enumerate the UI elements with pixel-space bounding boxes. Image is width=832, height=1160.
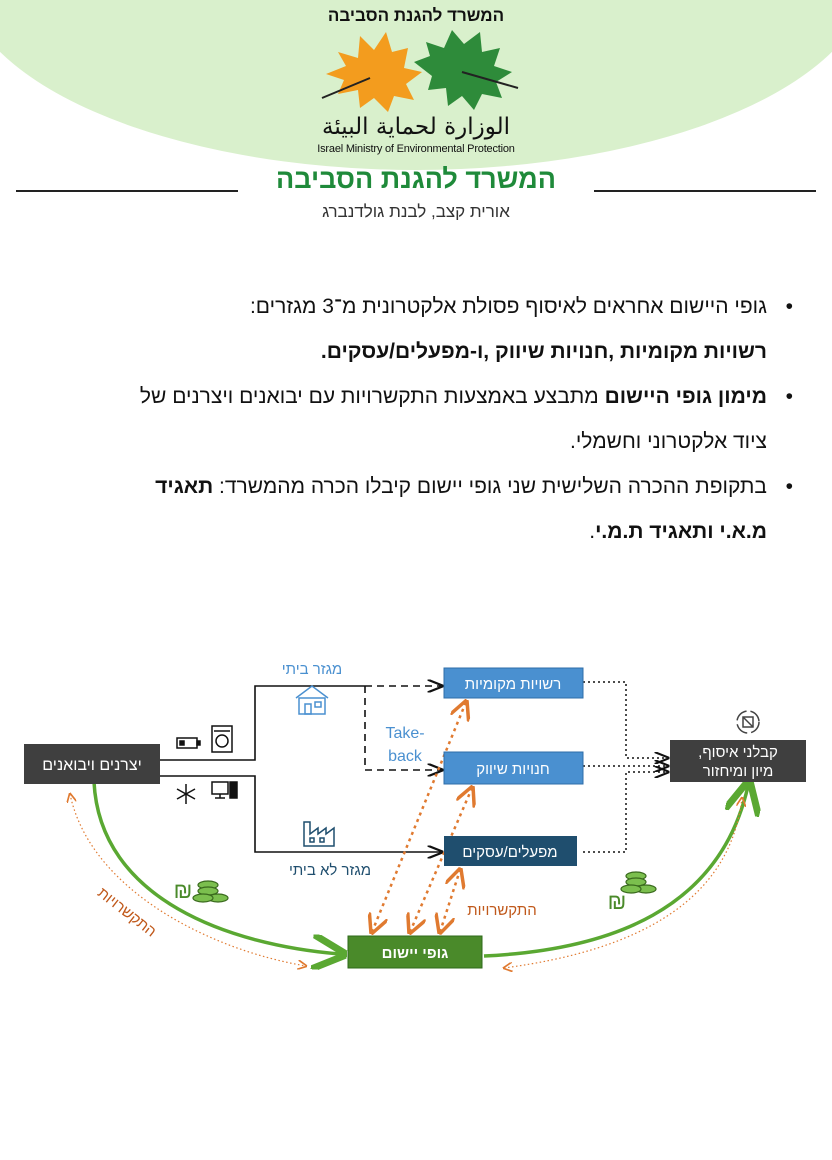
green-leaf-stem [461,71,519,89]
bullet-3-continuation: מ.א.י ותאגיד ת.מ.י. [48,509,793,554]
logo-hebrew-text: המשרד להגנת הסביבה [327,6,505,25]
producers-to-factories-arrow [160,775,442,852]
snowflake-icon [176,784,196,804]
shekel-left-label: ₪ [174,878,193,903]
household-sector-label: מגזר ביתי [282,661,343,678]
logo-english-text: Israel Ministry of Environmental Protect… [317,143,515,155]
retail-box: חנויות שיווק [443,751,584,785]
bullet-3-line2-end: . [589,520,596,543]
factory-icon [303,821,335,847]
bullet-2: מימון גופי היישום מתבצע באמצעות התקשרויו… [48,374,793,419]
bullet-2-bold: מימון גופי היישום [604,385,767,408]
municipalities-box: רשויות מקומיות [443,667,584,699]
title-rule-left [16,190,238,192]
takeback-label-line2: back [388,748,423,765]
implementers-label: גופי יישום [382,945,449,962]
orange-link-retail [410,788,472,932]
contracts-left-label: התקשרויות [94,884,159,940]
bullet-3-text: בתקופת ההכרה השלישית שני גופי יישום קיבל… [213,475,767,498]
takeback-label-line1: Take- [385,725,424,742]
green-flow-implementers-to-collectors [483,786,748,958]
factories-to-collectors-line [583,772,668,853]
bullet-list: גופי היישום אחראים לאיסוף פסולת אלקטרוני… [48,284,793,554]
bullet-1-continuation: רשויות מקומיות ,חנויות שיווק ,ו-מפעלים/ע… [48,329,793,374]
bullet-3: בתקופת ההכרה השלישית שני גופי יישום קיבל… [48,464,793,509]
computer-icon [211,781,238,799]
orange-leaf-stem [321,77,371,99]
coins-right-icon [620,871,657,894]
authors: אורית קצב, לבנת גולדנברג [322,202,510,221]
bullet-2-text: מתבצע באמצעות התקשרויות עם יבואנים ויצרנ… [139,385,605,408]
collectors-label-line1: קבלני איסוף, [698,744,778,761]
title-rule-right [594,190,816,192]
municipalities-to-collectors-line [583,681,668,758]
producers-to-household-line [160,685,365,761]
bullet-1-bold: רשויות מקומיות ,חנויות שיווק ,ו-מפעלים/ע… [320,340,767,363]
page-title: המשרד להגנת הסביבה [276,164,556,194]
orange-link-factories [440,870,460,932]
bullet-1-text: גופי היישום אחראים לאיסוף פסולת אלקטרוני… [249,295,767,318]
orange-leaf-icon [326,32,422,112]
retail-label: חנויות שיווק [476,761,549,778]
bullet-1: גופי היישום אחראים לאיסוף פסולת אלקטרוני… [48,284,793,329]
orange-contract-left [70,794,306,966]
municipalities-label: רשויות מקומיות [465,676,562,693]
non-household-sector-label: מגזר לא ביתי [289,862,371,879]
collectors-label-line2: מיון ומיחזור [703,763,774,780]
contracts-center-label: התקשרויות [467,902,536,919]
coins-left-icon [192,880,229,903]
washing-machine-icon [211,725,233,753]
weee-flow-diagram: יצרנים ויבואנים רשויות מקומיות חנויות שי… [24,661,806,990]
bullet-2-line2: ציוד אלקטרוני וחשמלי. [570,430,767,453]
green-leaf-icon [414,30,512,110]
bullet-3-line2-bold: מ.א.י ותאגיד ת.מ.י [595,520,767,543]
producers-label: יצרנים ויבואנים [42,757,141,774]
producers-box: יצרנים ויבואנים [24,744,160,784]
battery-icon [176,737,201,749]
implementers-box: גופי יישום [347,935,483,969]
bullet-3-bold: תאגיד [155,475,214,498]
house-icon [295,685,329,715]
ministry-leaves-logo [321,30,519,112]
collectors-box: קבלני איסוף, מיון ומיחזור [670,740,806,782]
factories-box: מפעלים/עסקים [444,836,577,866]
bullet-2-continuation: ציוד אלקטרוני וחשמלי. [48,419,793,464]
shekel-right-label: ₪ [608,889,627,914]
logo-arabic-text: الوزارة لحماية البيئة [322,114,510,140]
factories-label: מפעלים/עסקים [462,844,557,861]
orange-contract-right [504,798,742,968]
recycle-box-icon [736,710,760,734]
